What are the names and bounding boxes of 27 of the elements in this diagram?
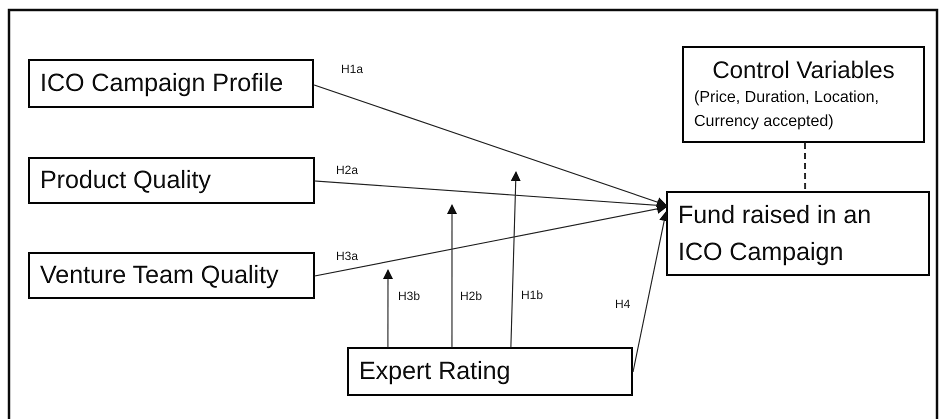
outcome-box [666, 191, 930, 276]
node-title: Expert Rating [359, 356, 512, 387]
edge-label: H1b [520, 288, 544, 302]
arrow [314, 204, 667, 277]
construct-box [28, 59, 314, 108]
node-title: Venture Team Quality [40, 260, 280, 291]
edge-label: H3b [397, 289, 422, 303]
arrow [447, 204, 457, 347]
edge-label: H1a [340, 62, 364, 76]
construct-box [28, 252, 315, 299]
node-subtext: (Price, Duration, Location, Currency accepted) [694, 88, 880, 132]
node-title: Control Variables [712, 56, 895, 86]
edge-label: H3a [335, 249, 360, 263]
edge-label: H2b [459, 289, 484, 303]
edge-label: H4 [614, 297, 632, 311]
node-title: ICO Campaign Profile [40, 68, 284, 99]
dashed-line [804, 143, 806, 191]
node-title: Fund raised in an ICO Campaign [678, 200, 872, 268]
construct-box [28, 157, 315, 204]
arrow [383, 269, 393, 347]
moderator-box [347, 347, 633, 396]
control-box [682, 46, 925, 143]
arrow [314, 180, 667, 210]
arrow [314, 84, 667, 207]
node-title: Product Quality [40, 164, 212, 196]
edge-label: H2a [335, 163, 360, 177]
arrow [510, 171, 521, 348]
